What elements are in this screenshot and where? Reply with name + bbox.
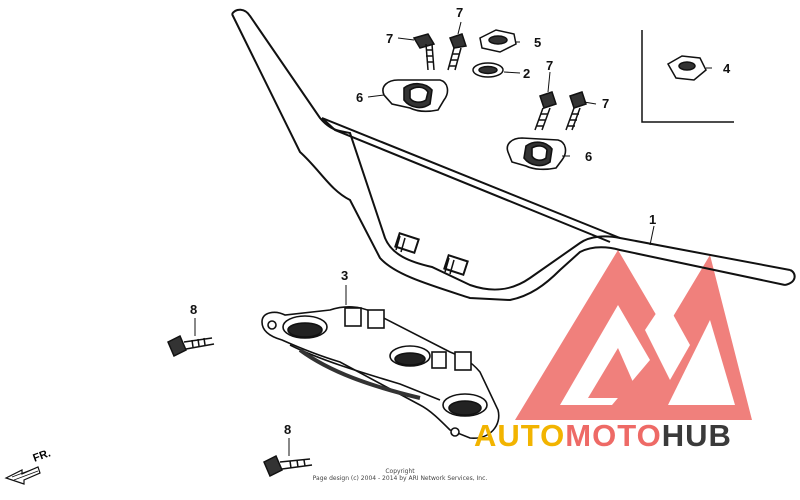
bolt-7a bbox=[412, 33, 436, 71]
bolt-7b bbox=[447, 33, 467, 71]
upper-holder-left bbox=[382, 79, 449, 113]
watermark-hub: HUB bbox=[661, 418, 732, 453]
callout-8-b: 8 bbox=[284, 422, 292, 437]
leader-lines bbox=[194, 21, 712, 456]
handlebar-lower-holder bbox=[261, 306, 500, 439]
callout-7-b: 7 bbox=[456, 5, 464, 20]
callout-7-a: 7 bbox=[386, 31, 394, 46]
watermark-auto: AUTO bbox=[474, 418, 566, 453]
callout-4: 4 bbox=[723, 61, 731, 76]
handlebar bbox=[231, 8, 796, 302]
callout-7-c: 7 bbox=[546, 58, 554, 73]
watermark-logo bbox=[515, 250, 752, 420]
washer-2 bbox=[472, 62, 504, 78]
callout-2: 2 bbox=[523, 66, 531, 81]
bolt-8a bbox=[167, 334, 215, 358]
watermark-text: AUTOMOTOHUB bbox=[474, 419, 732, 459]
nut-4-box bbox=[641, 30, 734, 123]
bolt-7d bbox=[565, 91, 587, 131]
callout-3: 3 bbox=[341, 268, 349, 283]
callout-5: 5 bbox=[534, 35, 542, 50]
copyright-line-1: Copyright bbox=[385, 468, 415, 475]
upper-holder-right bbox=[506, 137, 567, 171]
callout-7-d: 7 bbox=[602, 96, 610, 111]
callout-6-left: 6 bbox=[356, 90, 364, 105]
nut-5 bbox=[479, 29, 517, 53]
watermark-moto: MOTO bbox=[565, 418, 662, 453]
nut-4 bbox=[666, 55, 707, 81]
callout-8-a: 8 bbox=[190, 302, 198, 317]
bolt-8b bbox=[263, 454, 313, 478]
front-arrow-icon bbox=[4, 466, 41, 485]
callout-6-right: 6 bbox=[585, 149, 593, 164]
callout-1: 1 bbox=[649, 212, 657, 227]
copyright-line-2: Page design (c) 2004 - 2014 by ARI Netwo… bbox=[312, 475, 488, 482]
bolt-7c bbox=[534, 91, 557, 131]
